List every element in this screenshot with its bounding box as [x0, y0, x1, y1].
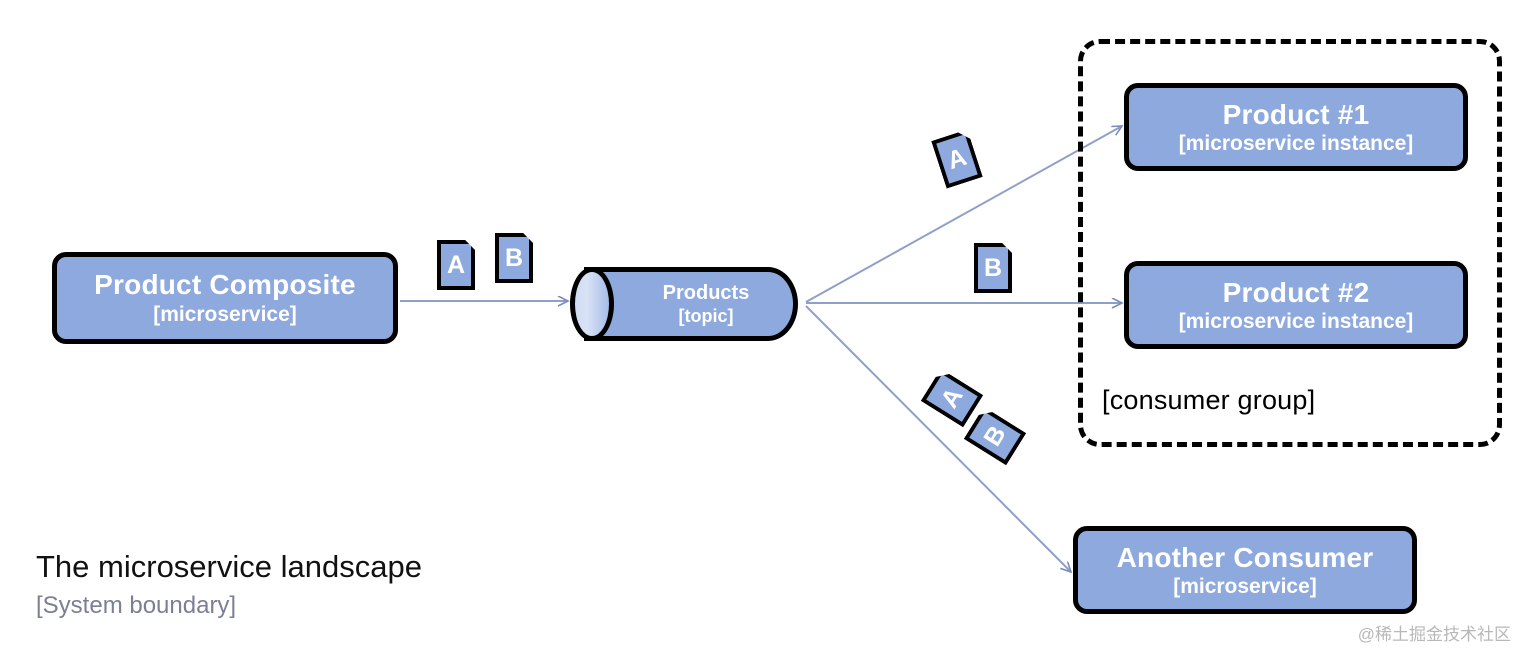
node-another-consumer[interactable]: Another Consumer [microservice]	[1073, 526, 1417, 614]
message-icon-a-to-product-1: A	[931, 129, 983, 188]
node-product-2-stereotype: [microservice instance]	[1178, 309, 1414, 333]
node-product-1-title: Product #1	[1222, 98, 1370, 130]
node-products-topic[interactable]: Products [topic]	[570, 267, 798, 341]
node-product-2[interactable]: Product #2 [microservice instance]	[1124, 261, 1468, 349]
cylinder-body	[584, 267, 798, 341]
node-product-1-stereotype: [microservice instance]	[1178, 131, 1414, 155]
diagram-subtitle: [System boundary]	[36, 591, 237, 619]
node-product-1[interactable]: Product #1 [microservice instance]	[1124, 83, 1468, 171]
node-products-topic-stereotype: [topic]	[678, 305, 734, 326]
node-products-topic-title: Products	[662, 282, 750, 305]
message-icon-b-source: B	[495, 233, 533, 283]
node-another-consumer-stereotype: [microservice]	[1173, 574, 1317, 598]
system-boundary-caption: The microservice landscape [System bound…	[36, 549, 422, 620]
node-product-composite-stereotype: [microservice]	[153, 303, 297, 327]
cylinder-end-cap	[570, 267, 614, 341]
message-icon-a-to-another-consumer: A	[921, 369, 984, 428]
node-product-composite[interactable]: Product Composite [microservice]	[52, 252, 398, 344]
consumer-group-boundary	[1078, 39, 1502, 447]
message-icon-b-to-another-consumer: B	[964, 407, 1027, 466]
edge-topic-to-another-consumer	[805, 305, 1071, 572]
node-product-composite-title: Product Composite	[94, 269, 356, 301]
node-product-2-title: Product #2	[1222, 276, 1370, 308]
consumer-group-label: [consumer group]	[1102, 385, 1316, 415]
message-icon-a-source: A	[437, 240, 475, 290]
watermark: @稀土掘金技术社区	[1357, 625, 1511, 644]
diagram-title: The microservice landscape	[36, 549, 422, 584]
node-products-topic-label: Products [topic]	[614, 267, 798, 341]
node-another-consumer-title: Another Consumer	[1116, 541, 1374, 573]
message-icon-b-to-product-2: B	[974, 243, 1012, 293]
